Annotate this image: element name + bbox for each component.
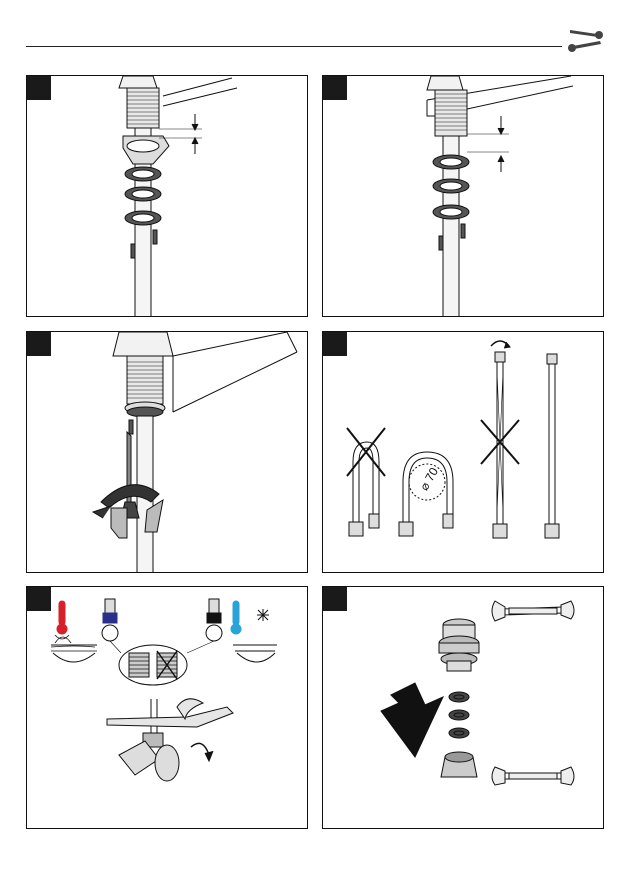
hose-bending-illustration [323, 332, 604, 573]
step-panel-2 [322, 75, 604, 317]
step-panel-5 [26, 586, 308, 829]
step-panel-3 [26, 331, 308, 573]
assembly-illustration [27, 76, 308, 317]
connector-parts-illustration [323, 587, 604, 829]
header-rule [26, 46, 562, 47]
step-panel-4: ⌀ 70 [322, 331, 604, 573]
screwdriver-illustration [27, 332, 308, 573]
step-panel-1 [26, 75, 308, 317]
wrench-icon [567, 22, 605, 56]
step-panel-6 [322, 586, 604, 829]
assembly-illustration [323, 76, 604, 317]
hot-cold-connection-illustration [27, 587, 308, 829]
